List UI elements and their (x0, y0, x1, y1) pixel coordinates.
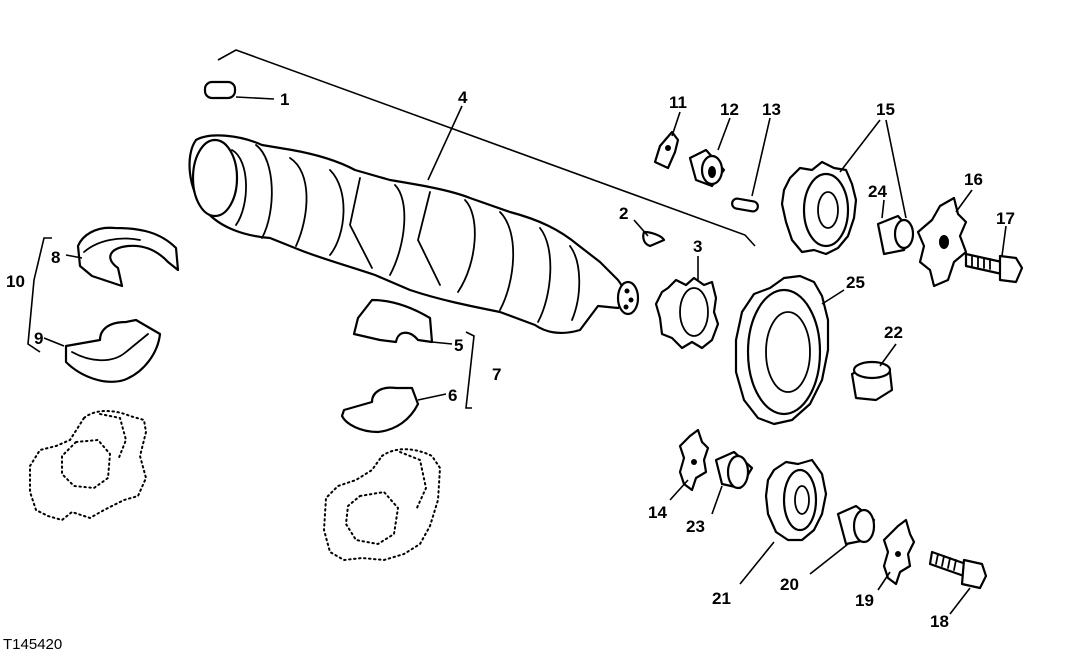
dowel-pin (203, 80, 275, 100)
camshaft-bushing (850, 343, 897, 402)
idler-pin (731, 117, 771, 213)
callout-15: 15 (876, 100, 895, 119)
leader-24 (881, 199, 885, 219)
callout-2: 2 (619, 204, 628, 223)
thrust-washer-lower-right (877, 518, 916, 591)
callout-14: 14 (648, 503, 667, 522)
callout-19: 19 (855, 591, 874, 610)
callout-7: 7 (492, 365, 501, 384)
woodruff-key (633, 219, 666, 248)
crankshaft-group-bracket (217, 49, 756, 247)
callout-8: 8 (51, 248, 60, 267)
crankshaft-gear (654, 256, 720, 350)
callout-17: 17 (996, 209, 1015, 228)
idler-bushing-lower-right (809, 504, 876, 575)
callout-11: 11 (669, 93, 687, 112)
figure-id: T145420 (3, 636, 63, 653)
bracket-7 (465, 331, 475, 409)
thrust-washer-lower-left (669, 428, 710, 501)
callout-3: 3 (693, 237, 702, 256)
callout-18: 18 (930, 612, 949, 631)
callout-6: 6 (448, 386, 457, 405)
idler-bushing-lower (711, 450, 754, 515)
callout-1: 1 (280, 90, 289, 109)
camshaft-gear (734, 274, 845, 426)
callout-25: 25 (846, 273, 865, 292)
callout-16: 16 (964, 170, 983, 189)
connecting-rod-ghost-center (322, 448, 442, 562)
idler-bushing (688, 117, 731, 188)
callout-5: 5 (454, 336, 463, 355)
rod-bearing-upper (352, 298, 453, 345)
main-bearing-upper (65, 226, 180, 288)
callout-24: 24 (868, 182, 887, 201)
callout-20: 20 (780, 575, 799, 594)
thrust-washer (916, 189, 973, 288)
callout-4: 4 (458, 88, 468, 107)
callout-12: 12 (720, 100, 739, 119)
connecting-rod-ghost-left (29, 410, 148, 522)
callout-23: 23 (686, 517, 705, 536)
callout-21: 21 (712, 589, 731, 608)
idler-gear-assembly (780, 119, 915, 256)
bracket-10 (27, 237, 52, 353)
cap-screw-upper (964, 225, 1024, 284)
rod-bearing-lower (340, 386, 447, 434)
crankshaft (188, 105, 640, 335)
callout-10: 10 (6, 272, 25, 291)
callout-22: 22 (884, 323, 903, 342)
callout-13: 13 (762, 100, 781, 119)
lock-plate (653, 111, 681, 170)
cap-screw-lower (928, 550, 988, 615)
main-bearing-lower (43, 318, 162, 383)
idler-gear-lower (739, 458, 828, 585)
callout-9: 9 (34, 329, 43, 348)
